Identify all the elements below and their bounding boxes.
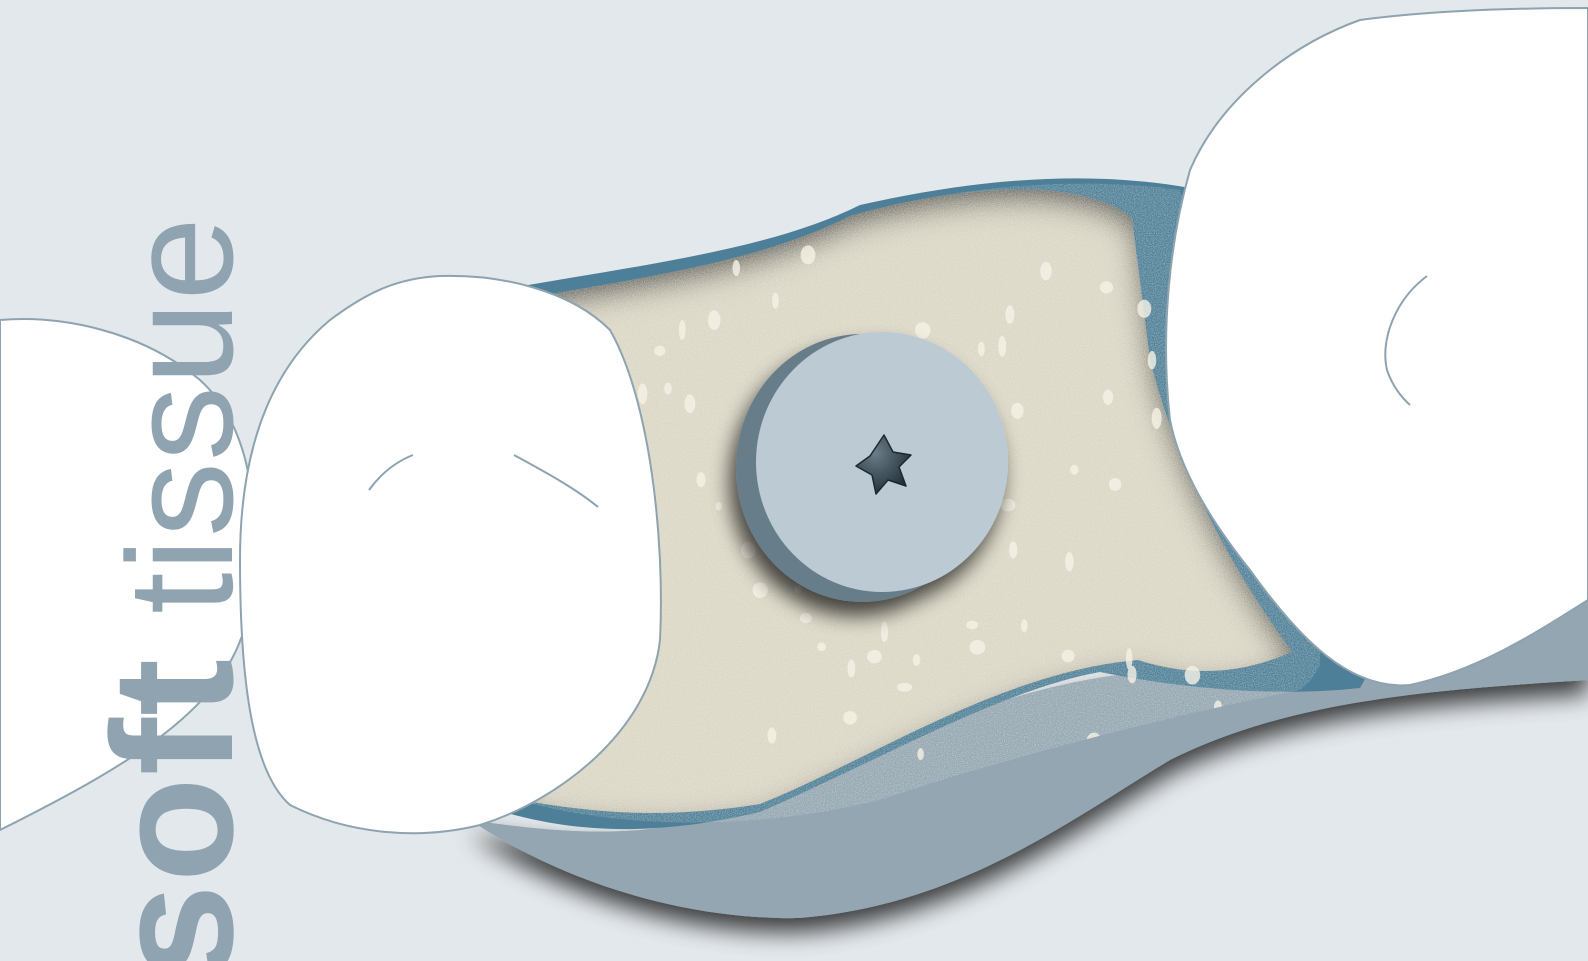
graft-particle xyxy=(772,292,779,309)
graft-particle xyxy=(912,654,921,666)
graft-particle xyxy=(1102,389,1114,405)
graft-particle xyxy=(1040,261,1052,281)
svg-text:soft tissue: soft tissue xyxy=(77,216,269,961)
graft-particle xyxy=(1000,498,1016,512)
graft-particle xyxy=(1020,619,1028,633)
graft-particle xyxy=(678,320,686,340)
graft-particle xyxy=(966,620,979,630)
graft-particle xyxy=(752,582,768,599)
graft-particle xyxy=(799,612,812,624)
graft-particle xyxy=(880,621,889,643)
graft-particle xyxy=(998,335,1007,357)
soft-tissue-label: soft tissue xyxy=(77,216,269,961)
graft-particle xyxy=(1151,407,1162,429)
graft-particle xyxy=(741,541,756,559)
graft-particle xyxy=(664,382,672,395)
graft-particle xyxy=(1070,465,1079,475)
label-tissue: tissue xyxy=(96,216,264,614)
label-soft: soft xyxy=(77,657,269,961)
graft-particle xyxy=(897,682,913,692)
graft-particle xyxy=(800,245,816,265)
graft-particle xyxy=(1108,478,1122,491)
graft-particle xyxy=(767,727,777,744)
graft-particle xyxy=(1009,541,1018,559)
graft-particle xyxy=(1061,649,1075,663)
graft-particle xyxy=(866,650,882,664)
torx-star-icon xyxy=(855,434,912,495)
graft-particle xyxy=(1147,351,1157,370)
graft-particle xyxy=(707,310,721,331)
graft-particle xyxy=(715,501,722,511)
graft-particle xyxy=(684,394,696,414)
graft-particle xyxy=(915,322,931,339)
graft-particle xyxy=(817,642,827,652)
graft-particle xyxy=(1065,552,1074,572)
graft-particle xyxy=(917,748,924,761)
tooth-right-cusp-line xyxy=(1384,275,1428,406)
graft-particle xyxy=(977,341,985,357)
graft-particle xyxy=(654,345,666,356)
graft-particle xyxy=(1184,665,1201,685)
graft-particle xyxy=(843,711,857,725)
graft-particle xyxy=(1125,648,1133,670)
graft-particle xyxy=(969,639,986,655)
graft-particle xyxy=(1137,299,1152,318)
graft-particle xyxy=(1099,281,1114,294)
graft-particle xyxy=(637,383,648,405)
graft-particle xyxy=(847,659,856,678)
graft-particle xyxy=(794,584,802,594)
graft-particle xyxy=(1127,665,1137,684)
graft-particle xyxy=(1011,402,1024,419)
graft-particle xyxy=(1005,305,1015,324)
tooth-left-cusp-line-right xyxy=(513,454,599,508)
tooth-left-cusp-line-left xyxy=(368,454,414,491)
graft-particle xyxy=(696,472,706,488)
tooth-left xyxy=(238,274,662,835)
graft-particle xyxy=(732,260,741,277)
label-space xyxy=(96,614,264,657)
